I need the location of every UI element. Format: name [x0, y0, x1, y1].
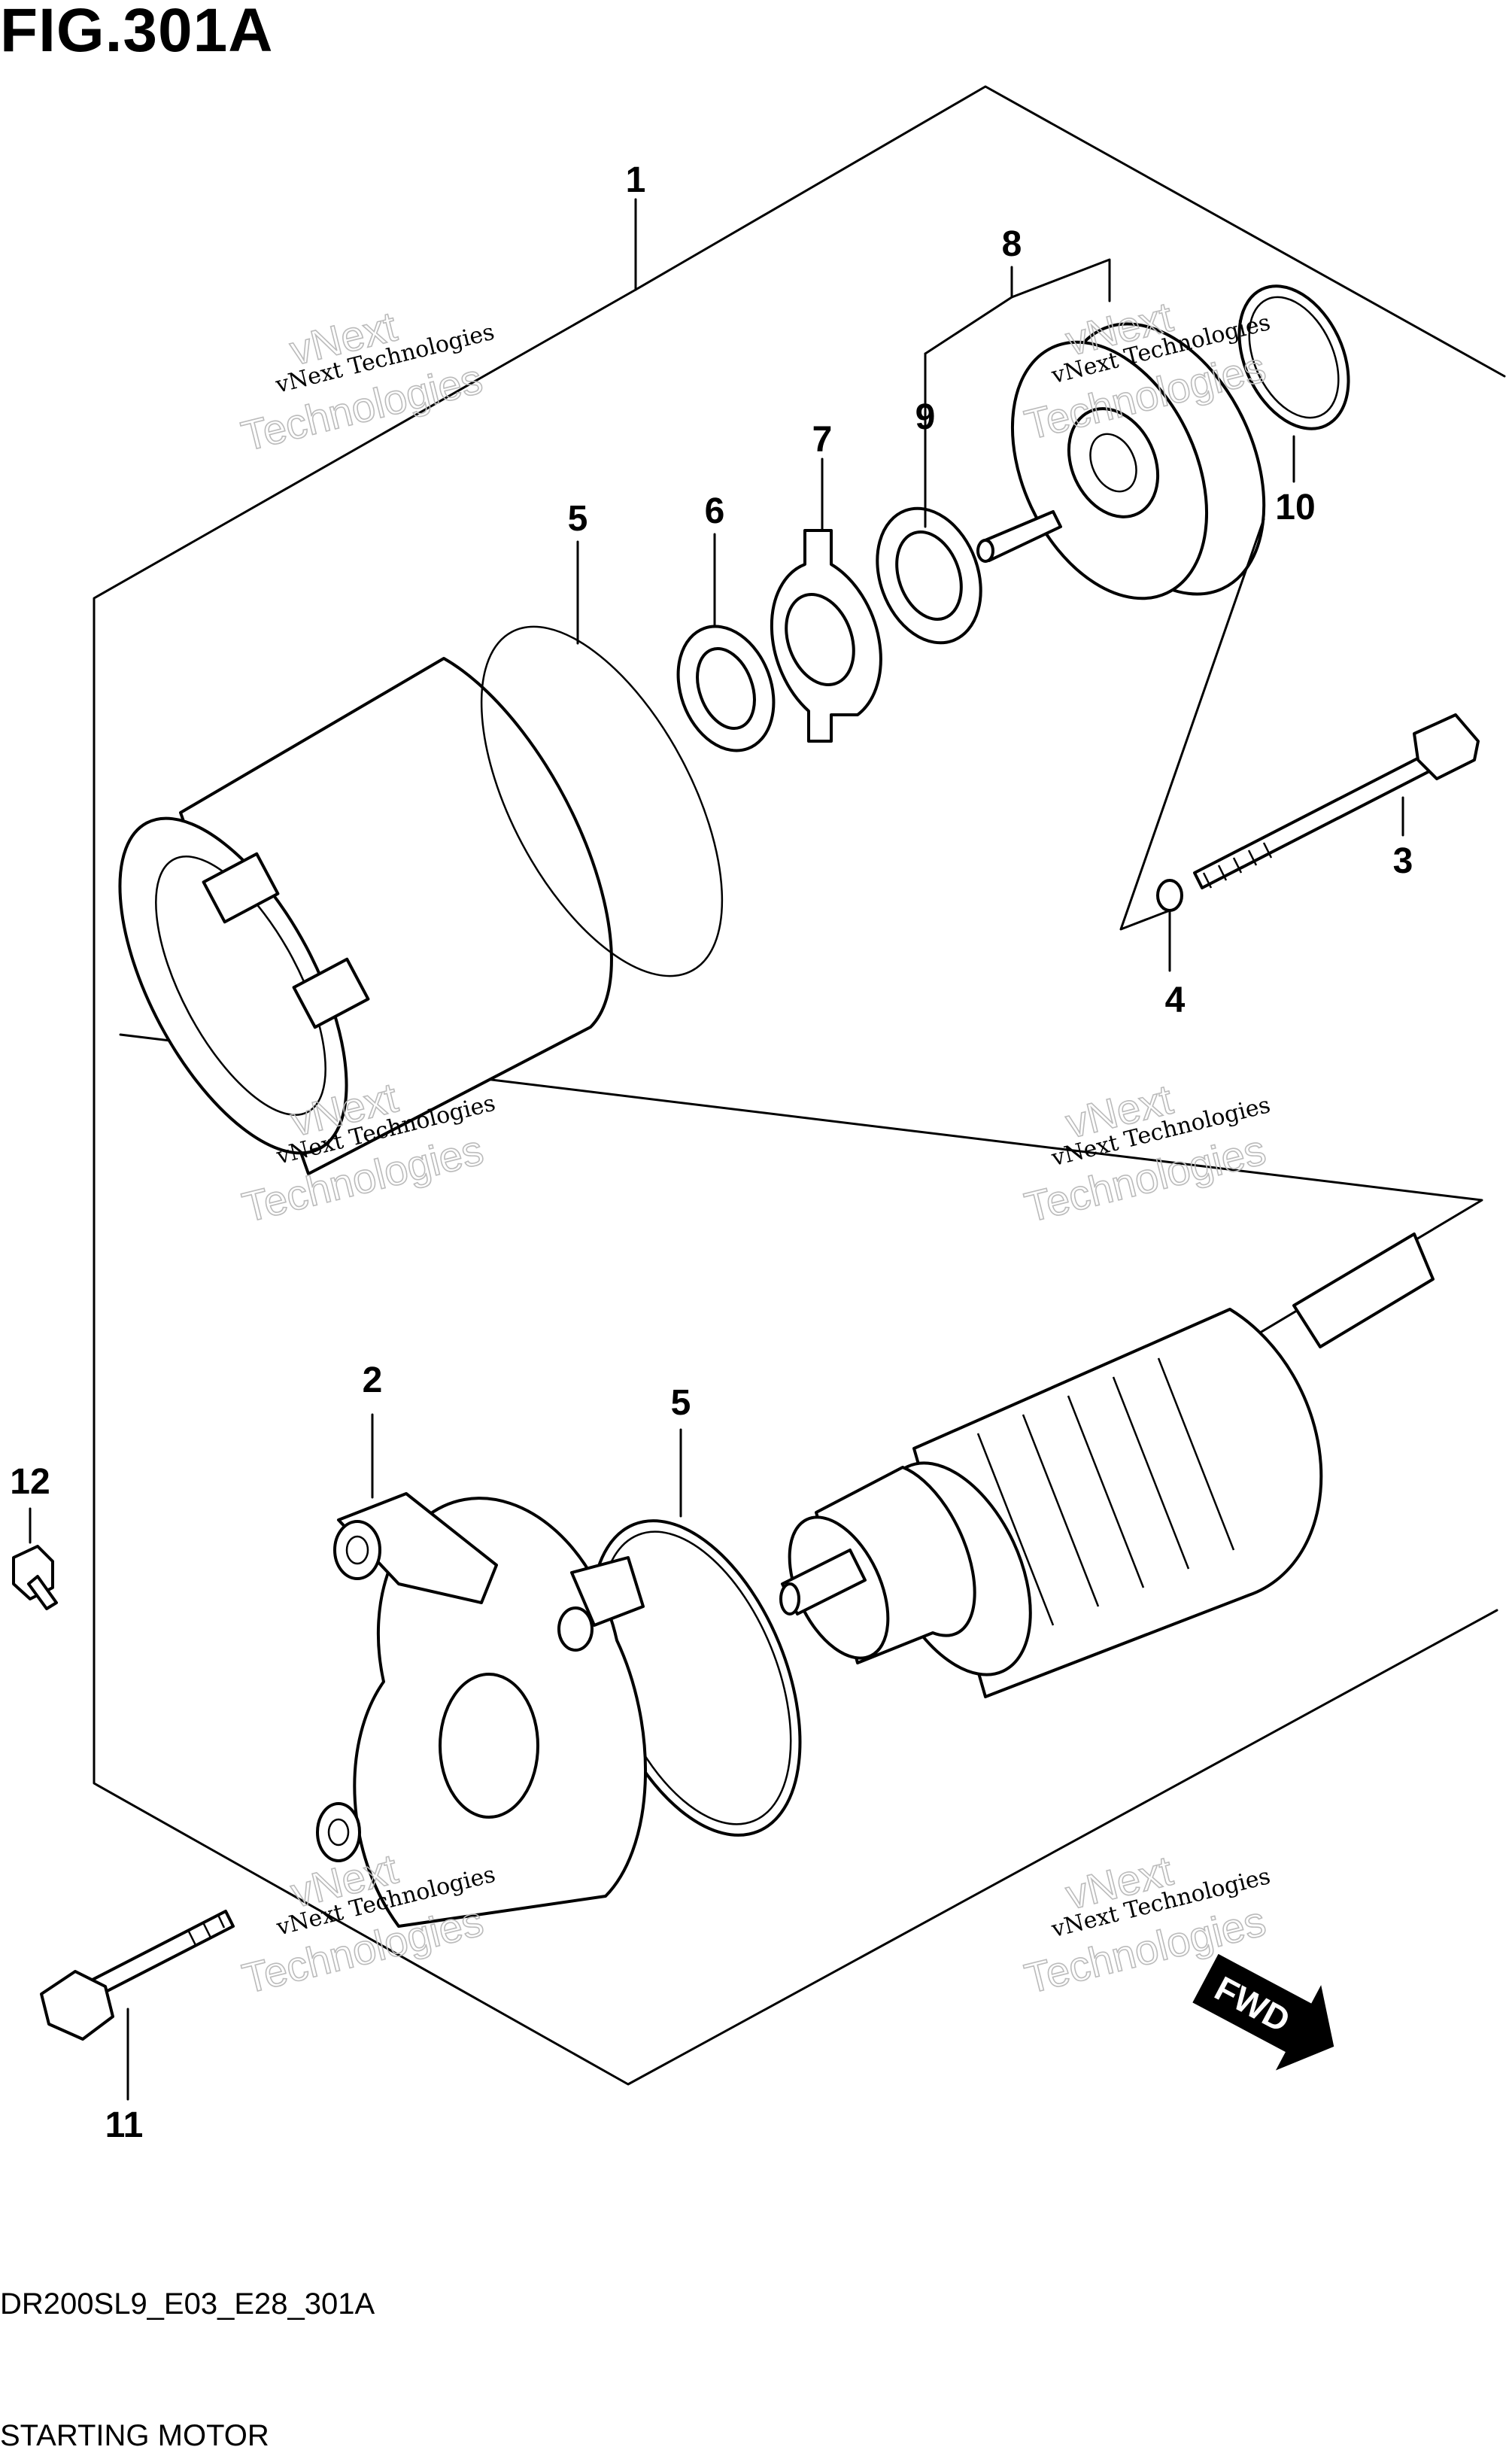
watermark-top-left: vNext Technologies vNext Technologies — [236, 302, 497, 460]
callout-8: 8 — [1002, 224, 1022, 264]
callout-11: 11 — [105, 2105, 144, 2145]
housing-end-part-8 — [976, 322, 1266, 600]
watermark-mid-right: vNext Technologies vNext Technologies — [1019, 1074, 1273, 1232]
front-bracket-part-2 — [316, 1492, 648, 1928]
o-ring-part-10 — [1237, 284, 1350, 430]
callout-9: 9 — [915, 397, 936, 437]
callout-4: 4 — [1165, 980, 1186, 1020]
diagram-code: DR200SL9_E03_E28_301A — [0, 2287, 375, 2321]
fwd-direction-arrow: FWD — [1192, 1953, 1334, 2071]
callout-7: 7 — [812, 420, 833, 460]
leader-lines — [29, 198, 1404, 2101]
through-bolt-part-3 — [1193, 713, 1480, 889]
callout-labels: 1 2 3 4 5 5 6 7 8 9 10 11 12 — [10, 160, 1413, 2145]
o-ring-part-4 — [1156, 879, 1183, 912]
washer-part-6 — [676, 625, 776, 752]
callout-3: 3 — [1393, 841, 1413, 881]
seal-part-9 — [876, 506, 982, 645]
figure-title: FIG.301A — [0, 0, 274, 65]
lock-plate-part-7 — [770, 529, 882, 743]
diagram-name: STARTING MOTOR — [0, 2419, 269, 2452]
callout-1: 1 — [626, 160, 646, 200]
screw-part-12 — [12, 1545, 58, 1610]
callout-12: 12 — [10, 1462, 50, 1502]
callout-6: 6 — [705, 491, 725, 531]
callout-5-upper: 5 — [568, 499, 588, 539]
callout-5-lower: 5 — [671, 1383, 691, 1423]
yoke-housing — [118, 625, 724, 1175]
armature — [779, 1233, 1435, 1698]
callout-10: 10 — [1275, 488, 1315, 527]
bolt-part-11 — [40, 1910, 235, 2041]
callout-2: 2 — [363, 1360, 383, 1400]
